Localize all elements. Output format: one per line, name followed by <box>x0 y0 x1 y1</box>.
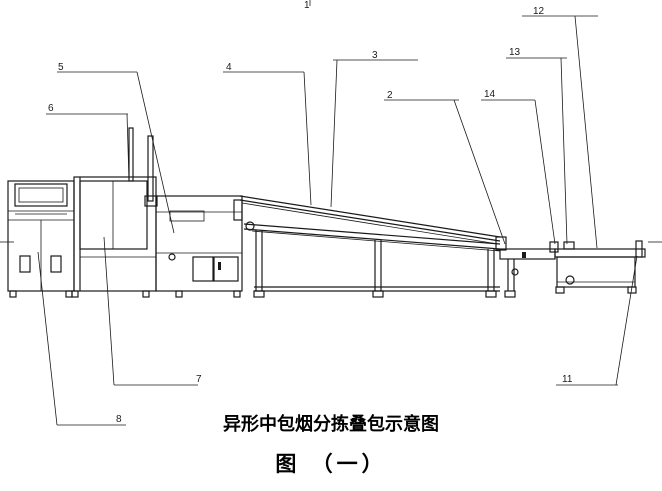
callout-labels: 1 2 3 4 5 6 7 8 11 12 13 14 <box>48 0 573 425</box>
diagram-title: 异形中包烟分拣叠包示意图 <box>223 414 439 435</box>
figure-number: 图 （一） <box>275 452 387 476</box>
callout-5: 5 <box>58 62 64 73</box>
control-cabinet <box>7 180 75 298</box>
packing-unit <box>155 195 243 298</box>
callout-14: 14 <box>484 89 496 100</box>
callout-6: 6 <box>48 103 54 114</box>
leader-lines <box>37 0 638 426</box>
output-conveyor <box>554 240 646 294</box>
callout-3: 3 <box>372 50 378 61</box>
callout-1: 1 <box>304 0 310 11</box>
callout-7: 7 <box>196 374 202 385</box>
conveyor-frame <box>253 230 500 298</box>
callout-8: 8 <box>116 414 122 425</box>
callout-12: 12 <box>533 6 545 17</box>
upper-conveyor <box>239 195 501 245</box>
callout-4: 4 <box>226 62 232 73</box>
callout-2: 2 <box>387 90 393 101</box>
callout-11: 11 <box>562 374 573 385</box>
stacking-tower <box>71 127 158 298</box>
callout-13: 13 <box>509 47 521 58</box>
transfer-unit <box>499 241 559 298</box>
lower-conveyor <box>243 221 507 252</box>
